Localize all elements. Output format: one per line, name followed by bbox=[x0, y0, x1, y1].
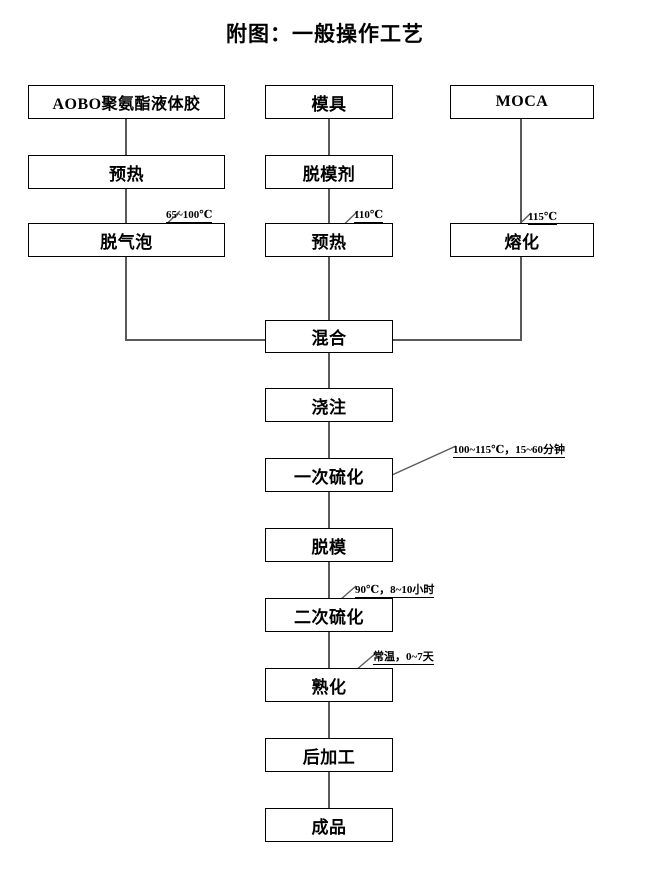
node-finished[interactable]: 成品 bbox=[265, 808, 393, 842]
note-maturation-cond: 常温，0~7天 bbox=[373, 651, 434, 665]
node-preheat-left[interactable]: 预热 bbox=[28, 155, 225, 189]
node-post-process[interactable]: 后加工 bbox=[265, 738, 393, 772]
connector-preheat-to-mix bbox=[328, 257, 330, 321]
note-preheat-mid-temp: 110℃ bbox=[354, 209, 384, 223]
connector-demold-to-second-cure bbox=[328, 562, 330, 599]
connector-mold-to-release-agent bbox=[328, 118, 330, 156]
note-melt-temp: 115℃ bbox=[528, 211, 558, 225]
connector-second-cure-to-maturation bbox=[328, 632, 330, 669]
node-moca[interactable]: MOCA bbox=[450, 85, 594, 119]
connector-melt-to-mix bbox=[392, 339, 522, 341]
connector-mix-to-pour bbox=[328, 352, 330, 389]
note-second-cure-cond: 90℃，8~10小时 bbox=[355, 584, 435, 598]
connector-first-cure-to-demold bbox=[328, 492, 330, 529]
node-glue[interactable]: AOBO聚氨酯液体胶 bbox=[28, 85, 225, 119]
connector-glue-to-preheat bbox=[125, 118, 127, 156]
page-title: 附图：一般操作工艺 bbox=[226, 22, 424, 46]
node-pour[interactable]: 浇注 bbox=[265, 388, 393, 422]
note-first-cure-cond: 100~115℃，15~60分钟 bbox=[453, 444, 566, 458]
connector-pour-to-first-cure bbox=[328, 422, 330, 459]
connector-maturation-to-post-process bbox=[328, 702, 330, 739]
node-degas[interactable]: 脱气泡 bbox=[28, 223, 225, 257]
node-first-cure[interactable]: 一次硫化 bbox=[265, 458, 393, 492]
node-mold[interactable]: 模具 bbox=[265, 85, 393, 119]
connector-preheat-to-degas bbox=[125, 188, 127, 224]
connector-release-agent-to-preheat bbox=[328, 188, 330, 224]
node-melt[interactable]: 熔化 bbox=[450, 223, 594, 257]
connector-moca-to-melt bbox=[520, 118, 522, 224]
node-mix[interactable]: 混合 bbox=[265, 320, 393, 353]
connector-melt-down bbox=[520, 257, 522, 341]
node-demold[interactable]: 脱模 bbox=[265, 528, 393, 562]
connector-degas-to-mix bbox=[125, 339, 266, 341]
connector-degas-down bbox=[125, 257, 127, 341]
node-maturation[interactable]: 熟化 bbox=[265, 668, 393, 702]
note-degas-temp: 65~100℃ bbox=[166, 209, 213, 223]
node-release-agent[interactable]: 脱模剂 bbox=[265, 155, 393, 189]
node-second-cure[interactable]: 二次硫化 bbox=[265, 598, 393, 632]
connector-post-process-to-finished bbox=[328, 772, 330, 809]
node-preheat-mid[interactable]: 预热 bbox=[265, 223, 393, 257]
leader-line-first-cure-cond bbox=[391, 445, 457, 476]
